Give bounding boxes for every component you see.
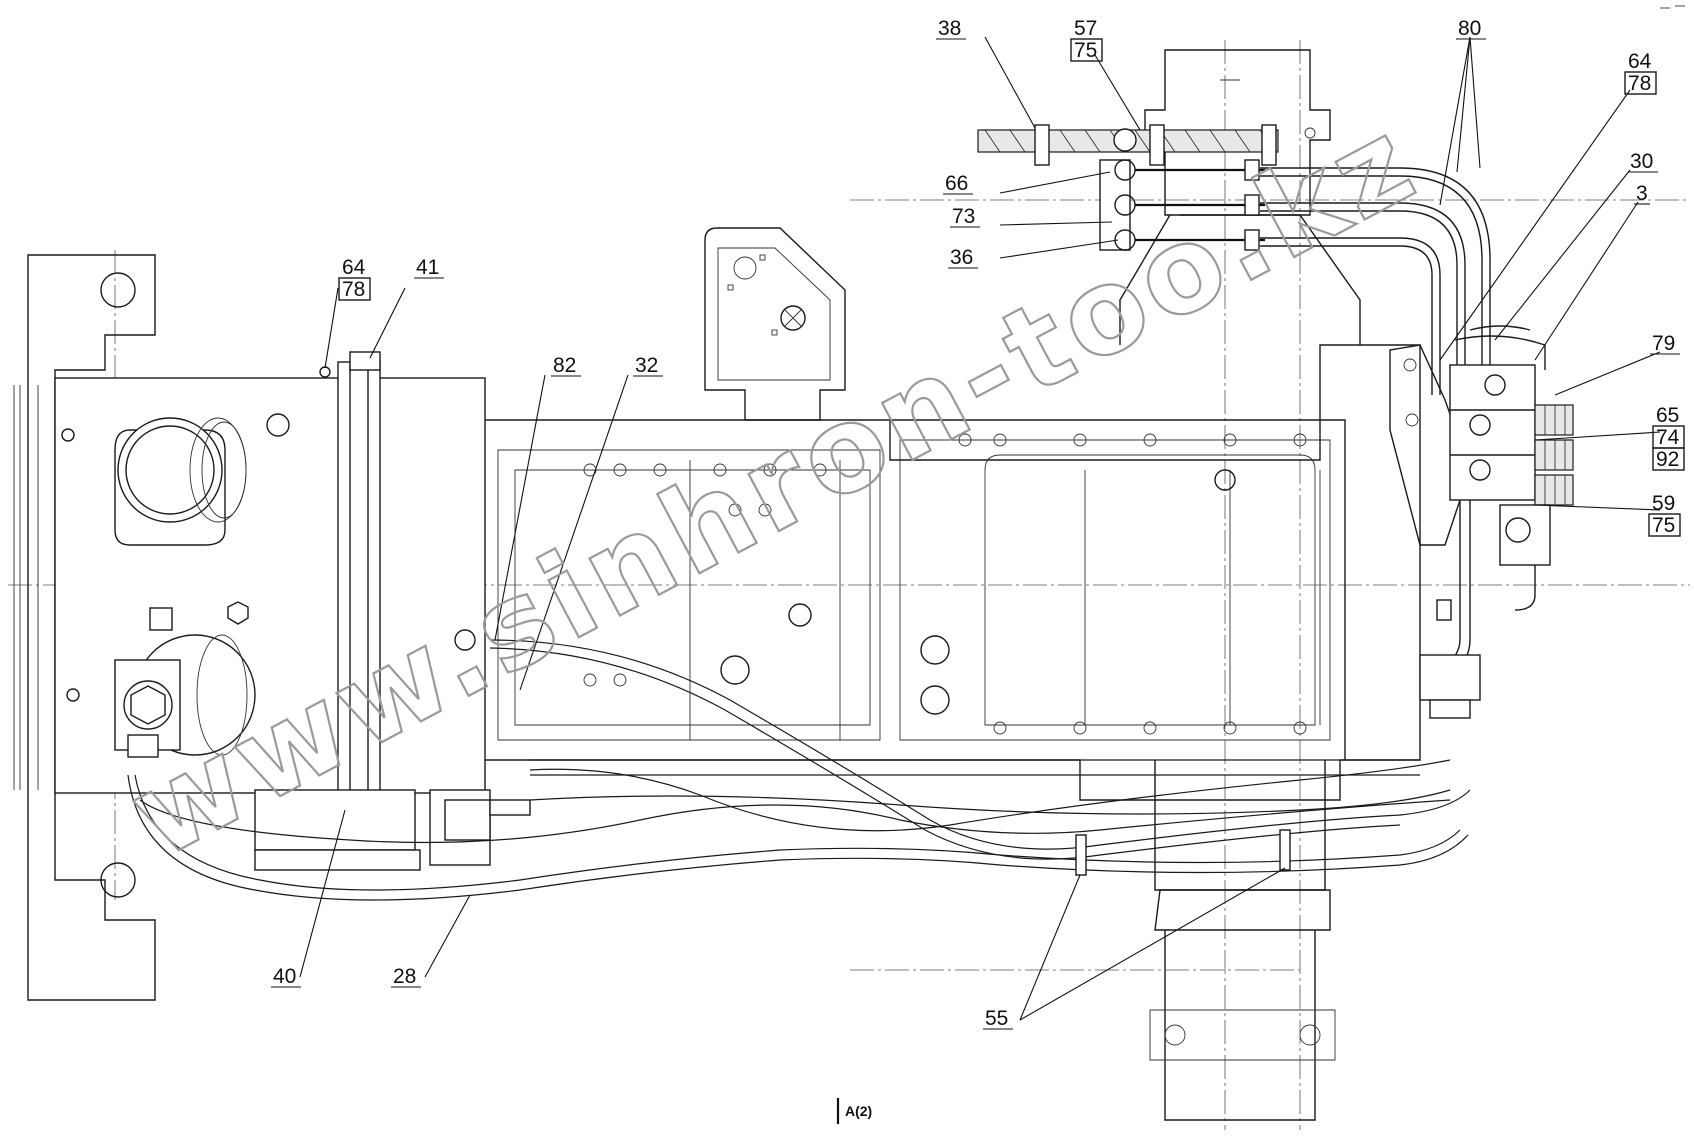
upper-cover <box>704 227 846 421</box>
callout-66: 66 <box>945 172 968 195</box>
callout-40: 40 <box>273 965 296 988</box>
oil-filter <box>114 601 476 758</box>
callout-78-right: 78 <box>1628 72 1651 95</box>
callout-labels: 38 57 75 80 64 78 30 3 79 65 74 92 59 75… <box>271 17 1685 1030</box>
filler-cap <box>114 417 247 546</box>
cross-member <box>977 124 1279 166</box>
callout-64-right: 64 <box>1628 50 1652 73</box>
callout-65: 65 <box>1656 404 1679 427</box>
callout-32: 32 <box>635 354 658 377</box>
pump-assembly <box>254 789 531 871</box>
pipes-80 <box>1260 167 1491 395</box>
callout-36: 36 <box>950 246 973 269</box>
callout-55: 55 <box>985 1007 1008 1030</box>
callout-80: 80 <box>1458 17 1481 40</box>
top-manifold <box>1099 159 1265 251</box>
right-valve-bank <box>1389 325 1574 719</box>
hoses <box>127 639 1471 901</box>
leader-lines <box>299 36 1661 1021</box>
callout-92: 92 <box>1656 448 1679 471</box>
callout-3: 3 <box>1636 182 1648 205</box>
callout-73: 73 <box>952 205 975 228</box>
left-mounting-bracket <box>13 254 156 1001</box>
callout-41: 41 <box>416 256 439 279</box>
callout-30: 30 <box>1630 150 1653 173</box>
callout-57: 57 <box>1074 17 1097 40</box>
callout-75-right: 75 <box>1652 514 1675 537</box>
callout-28: 28 <box>393 965 416 988</box>
callout-79: 79 <box>1652 332 1675 355</box>
callout-74: 74 <box>1656 426 1680 449</box>
callout-38: 38 <box>938 17 961 40</box>
callout-78-left: 78 <box>342 278 365 301</box>
corner-mark <box>1660 5 1685 9</box>
view-label: A(2) <box>836 1098 872 1124</box>
callout-75-top: 75 <box>1074 39 1097 62</box>
callout-82: 82 <box>553 354 576 377</box>
svg-text:A(2): A(2) <box>845 1103 872 1119</box>
callout-64-left: 64 <box>342 256 366 279</box>
callout-59: 59 <box>1652 492 1675 515</box>
